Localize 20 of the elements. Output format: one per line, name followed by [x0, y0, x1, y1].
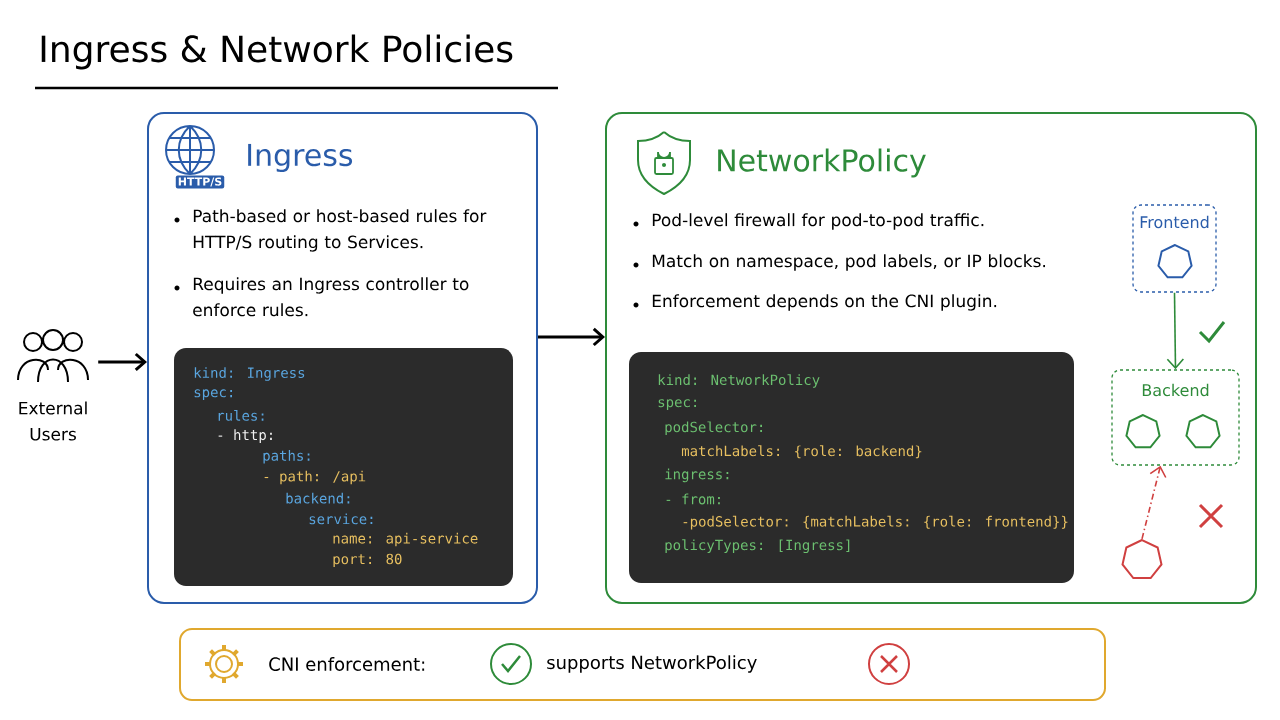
- badge-label: HTTP/S: [175, 175, 225, 189]
- arrow: [98, 352, 147, 372]
- node-label: External Users: [19, 401, 87, 441]
- bullet-item: Match on namespace, pod labels, or IP blocks.: [633, 254, 1045, 271]
- arrow: [538, 327, 605, 347]
- code-block: kind: NetworkPolicy spec: podSelector: matchLabels: {role: backend} ingress: - from: -podSelector: {matchLabels: {role: frontend}} policyTypes: [Ingress]: [629, 352, 1074, 583]
- bullet-item: Path-based or host-based rules for HTTP/S routing to Services.: [174, 209, 487, 252]
- bullet-item: Pod-level firewall for pod-to-pod traffic.: [633, 213, 984, 230]
- arrow: [1141, 465, 1167, 540]
- bullet-item: Requires an Ingress controller to enforce rules.: [174, 277, 469, 317]
- group-box: Frontend: [1132, 204, 1217, 293]
- arrow: [1166, 291, 1185, 370]
- group-box: Backend: [1111, 369, 1240, 466]
- panel-label: CNI enforcement:: [269, 657, 425, 671]
- bullet-item: Enforcement depends on the CNI plugin.: [633, 294, 997, 311]
- code-block: kind: Ingress spec: rules: - http: paths: - path: /api backend: service: name: api-service port: 80: [174, 348, 513, 586]
- panel-heading: Ingress: [248, 143, 353, 173]
- panel-label: supports NetworkPolicy: [547, 655, 757, 673]
- panel-heading: NetworkPolicy: [718, 148, 926, 178]
- title: Ingress & Network Policies: [41, 34, 513, 70]
